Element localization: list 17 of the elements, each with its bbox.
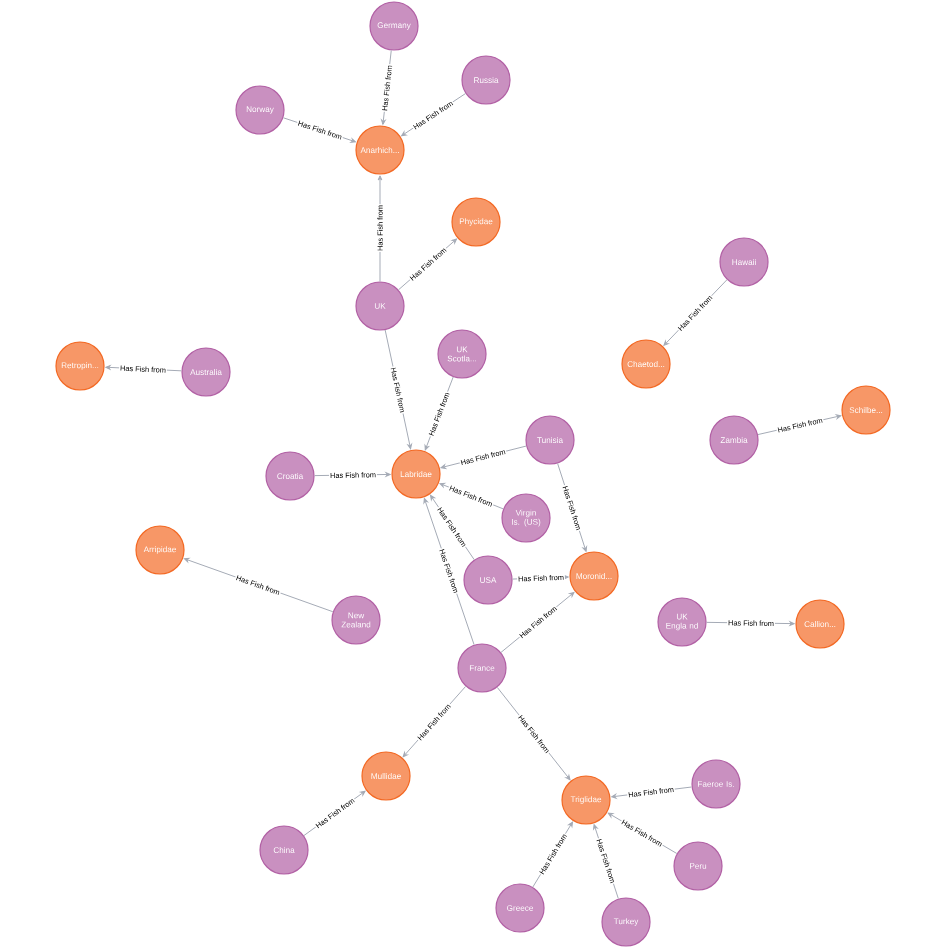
arrow (430, 494, 475, 561)
arrow (663, 279, 728, 346)
arrow (183, 557, 334, 613)
arrow (593, 824, 619, 900)
arrow (398, 238, 458, 291)
arrow (496, 686, 571, 781)
arrow (500, 591, 575, 653)
arrow (557, 462, 588, 552)
arrow (439, 482, 504, 510)
arrow (401, 93, 466, 137)
arrow (423, 497, 475, 646)
arrow (607, 812, 678, 854)
arrow (303, 790, 366, 837)
arrow (314, 472, 391, 477)
arrow (706, 621, 795, 626)
arrow (424, 376, 454, 451)
arrow (402, 685, 467, 758)
